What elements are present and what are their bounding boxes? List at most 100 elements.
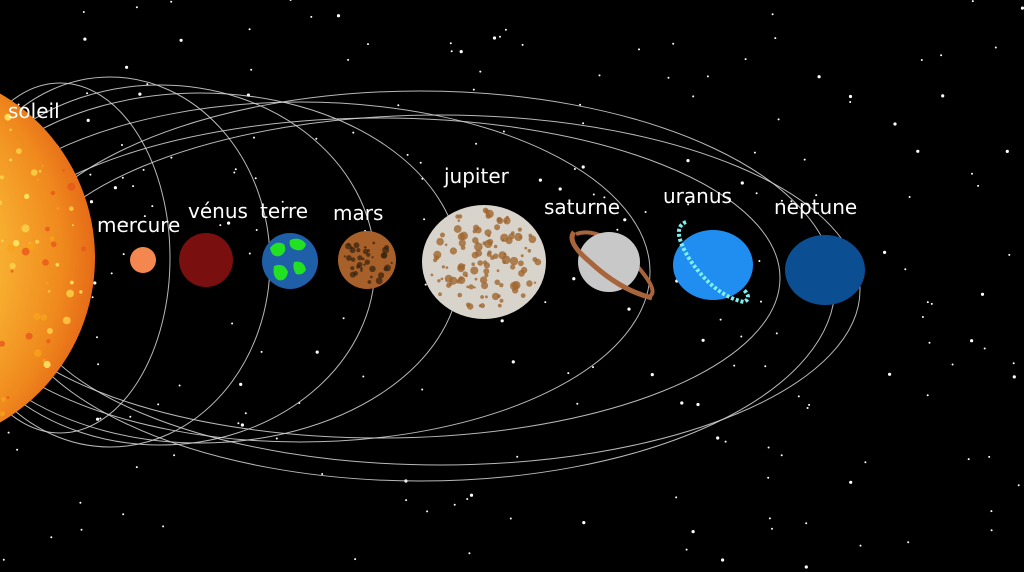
jupiter-spot [484,229,492,237]
jupiter-spot [476,241,479,244]
planet-saturne [569,230,655,301]
jupiter-spot [474,242,483,252]
star [777,118,780,121]
star [315,350,319,354]
star [623,218,627,222]
star [775,332,778,335]
star [940,54,943,57]
orbit-line [0,101,651,443]
mars-spot [383,266,389,272]
uranus-ring [677,220,750,305]
mars-spot [349,271,356,278]
star [509,517,512,520]
sun-spot [0,340,5,347]
star [650,373,654,377]
star [426,510,429,513]
star [908,196,911,198]
star [125,222,128,225]
mars-spot [357,255,363,261]
sun-spot [16,148,22,155]
jupiter-spot [434,255,440,261]
mars-spot [362,248,369,255]
sun-spot [35,239,40,244]
star [983,347,986,350]
jupiter-spot [527,249,532,253]
star [627,307,631,311]
planet-neptune [785,235,865,305]
jupiter-spot [468,284,474,290]
sun-spot [21,247,30,256]
star [971,0,974,3]
planet-mars [338,231,396,289]
mars-spot [364,246,367,249]
star [143,215,146,218]
star [499,35,501,38]
sun-spot [46,328,53,334]
jupiter-spot [437,279,441,283]
jupiter-spot [474,226,482,234]
sun-spot [0,200,3,206]
star [893,122,897,126]
jupiter-spot [467,303,474,310]
star [79,501,82,504]
star [275,437,278,440]
star [771,13,774,16]
jupiter-spot [499,298,504,303]
star [988,455,991,458]
star [696,402,700,407]
sun-spot [41,164,44,168]
star [771,527,773,530]
star [638,48,640,51]
sun-spot [55,262,60,267]
star [685,548,688,551]
star [888,372,892,376]
star [121,176,124,179]
sun-disc [0,93,95,423]
star [579,103,582,106]
planet-uranus [673,220,753,305]
star [926,394,929,397]
jupiter-spot [496,216,502,223]
terre-continent [293,261,306,275]
star [1012,375,1016,379]
star [421,388,424,391]
star [91,296,94,299]
planet-label-venus: vénus [188,199,248,223]
sun-spot [21,224,30,233]
uranus-body [673,230,753,300]
sun-spot [4,113,12,121]
star [289,0,292,1]
mars-spot [369,275,373,279]
star [815,194,818,197]
mars-spot [346,255,352,261]
star [753,151,756,154]
star [767,446,770,449]
star [248,28,251,31]
star [342,317,345,320]
sun-spot [1,239,4,243]
jupiter-spot [509,256,519,266]
sun-spot [27,242,35,250]
mars-spot [349,247,356,254]
sun-spot [42,359,46,363]
mars-spot [356,261,363,268]
jupiter-spot [474,277,478,281]
star [135,6,138,9]
star [755,192,758,195]
sun-spot [62,169,65,172]
star [977,184,980,187]
jupiter-spot [470,266,479,275]
star [472,88,475,91]
mars-spot [360,267,363,270]
star [859,544,862,547]
star [544,301,547,304]
jupiter-spot [465,274,468,278]
saturne-body [578,232,640,292]
jupiter-spot [520,293,526,298]
sun-spot [79,290,83,294]
star [667,76,670,79]
jupiter-spot [484,273,489,278]
star [237,422,240,425]
